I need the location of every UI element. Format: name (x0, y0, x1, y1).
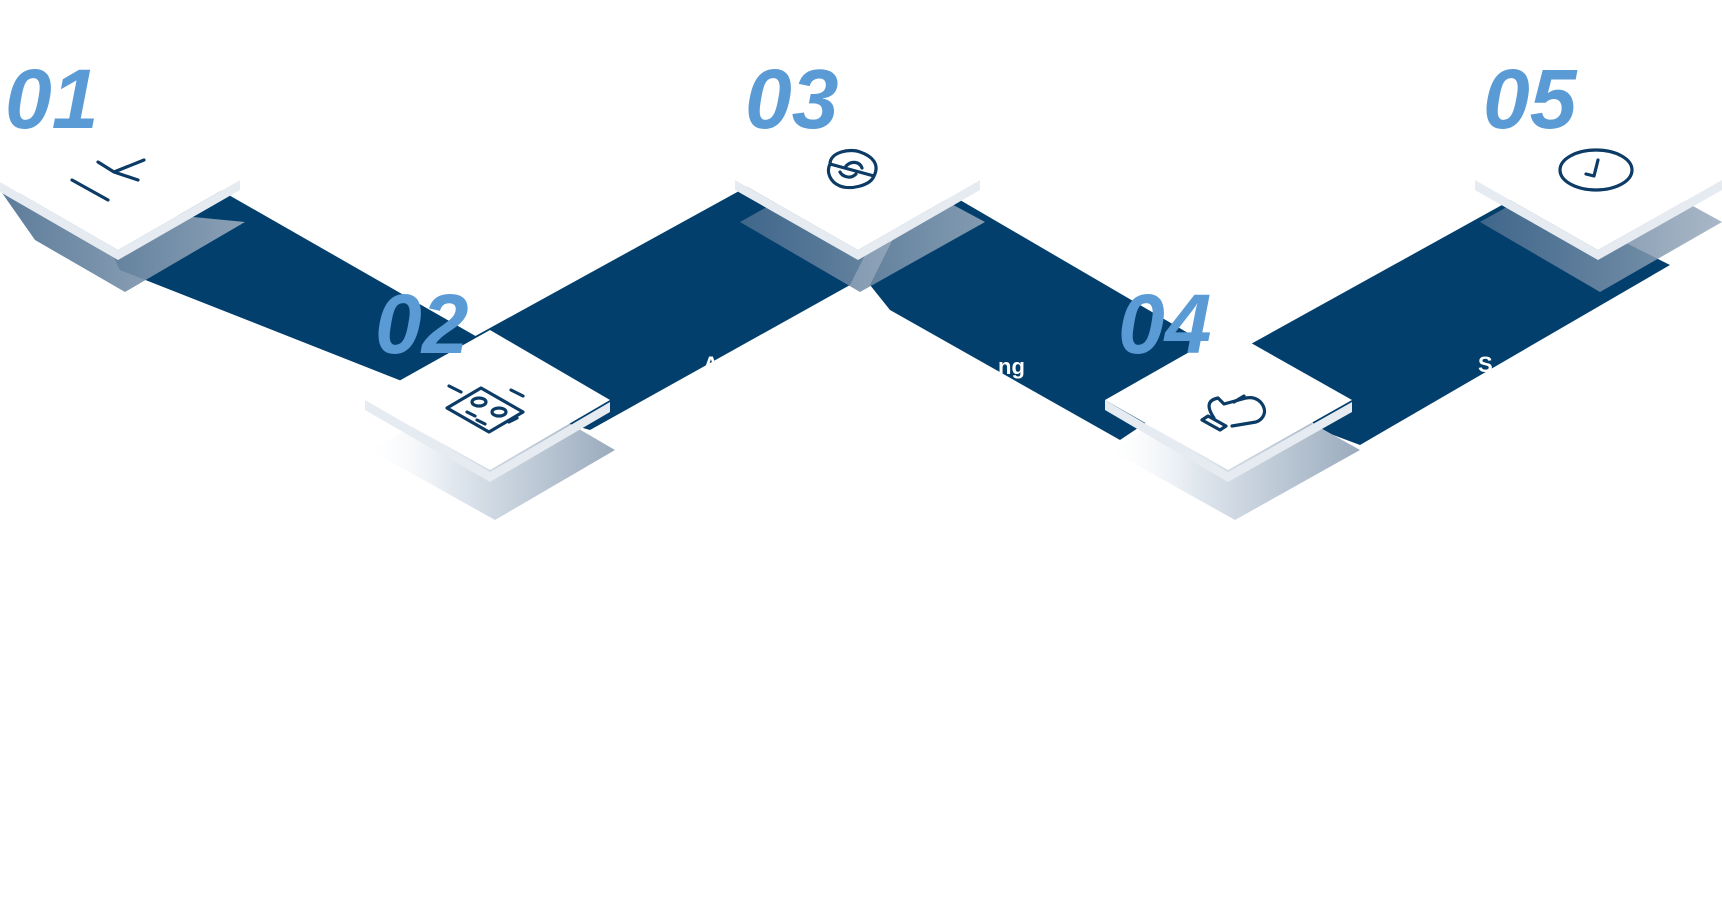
band-segment-2 (450, 185, 880, 430)
recycle-coin-icon (826, 148, 878, 190)
circuit-board-icon (445, 384, 525, 434)
clock-icon (1558, 148, 1634, 192)
band-text-s: S (1478, 352, 1493, 377)
step-number-1: 01 (5, 52, 98, 146)
step-number-2: 02 (375, 277, 468, 371)
band-segment-3 (870, 200, 1200, 440)
step-tile-5 (1475, 110, 1722, 292)
step-number-3: 03 (745, 52, 838, 146)
step-tile-1 (0, 48, 245, 292)
thumbs-up-icon (1200, 394, 1267, 432)
band-text-ng: ng (998, 354, 1025, 379)
band-text-a: A (703, 352, 719, 377)
step-tile-2 (365, 330, 615, 520)
step-number-4: 04 (1118, 277, 1211, 371)
tile-top (0, 48, 240, 250)
arrow-down-left-icon (70, 158, 146, 202)
tile-top (735, 110, 980, 250)
step-number-5: 05 (1483, 52, 1578, 146)
step-tile-3 (735, 110, 985, 292)
tile-top (1475, 110, 1722, 250)
tile-top (365, 330, 610, 470)
step-tile-4 (1105, 330, 1360, 520)
tile-top (1105, 330, 1352, 470)
